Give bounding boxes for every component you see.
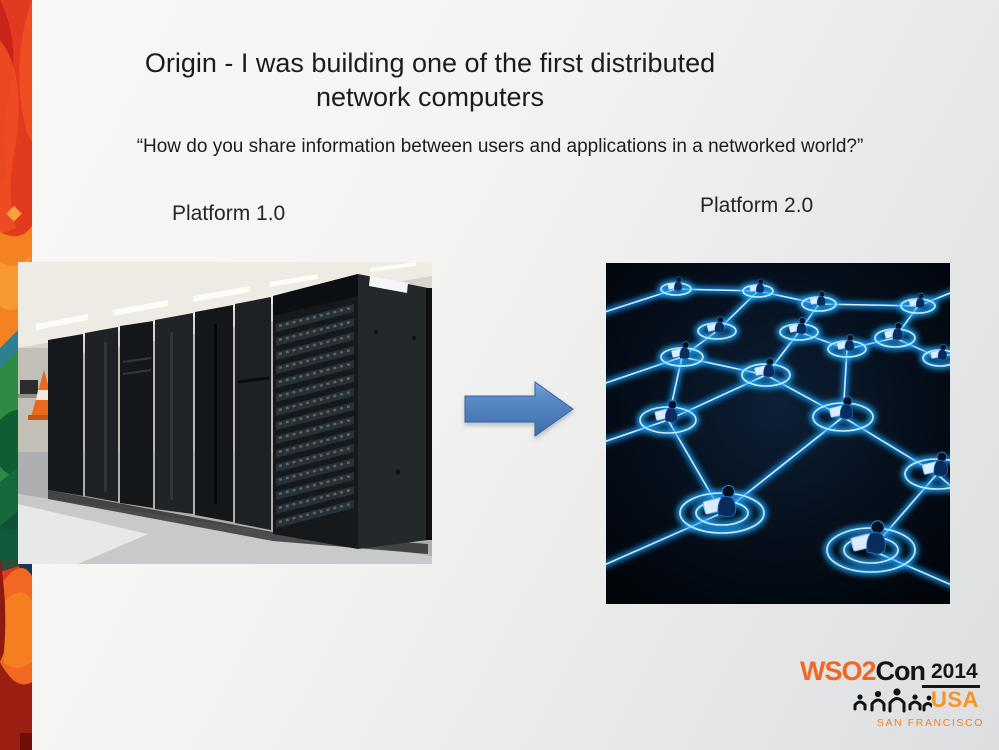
network-photo xyxy=(606,263,950,604)
logo-con-text: Con xyxy=(875,656,926,686)
logo-usa: USA xyxy=(931,687,979,712)
wso2con-logo: WSO2Con 2014 USA SAN FRANCISCO xyxy=(800,654,986,740)
slide-title: Origin - I was building one of the first… xyxy=(60,46,800,114)
logo-wso2-text: WSO2 xyxy=(800,656,877,686)
title-line-1: Origin - I was building one of the first… xyxy=(144,48,716,78)
platform-1-label: Platform 1.0 xyxy=(172,202,286,225)
mainframe-photo xyxy=(18,262,432,564)
title-line-2: network computers xyxy=(315,82,545,112)
logo-divider-line xyxy=(922,685,980,688)
logo-year: 2014 xyxy=(931,660,978,683)
right-arrow-icon xyxy=(464,381,574,437)
logo-people-icon xyxy=(853,688,932,713)
platform-2-label: Platform 2.0 xyxy=(700,194,814,217)
logo-city: SAN FRANCISCO xyxy=(876,717,984,729)
subtitle-quote: “How do you share information between us… xyxy=(136,136,864,157)
